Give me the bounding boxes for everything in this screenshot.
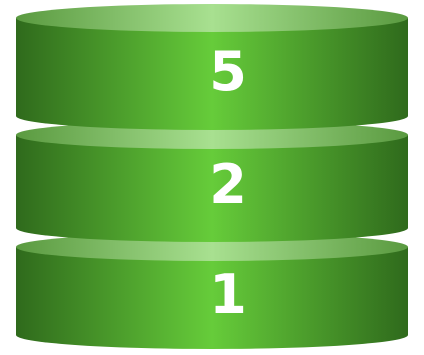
- layer-2-body: [16, 135, 408, 242]
- layer-5-body: [16, 18, 408, 130]
- layer-5-top: [16, 4, 408, 32]
- layer-5-label: 5: [209, 40, 247, 103]
- layer-5: 5: [16, 4, 408, 130]
- layer-2-label: 2: [209, 153, 247, 216]
- layer-1-body: [16, 247, 408, 349]
- layer-1: 1: [16, 233, 408, 349]
- layer-1-label: 1: [209, 263, 247, 326]
- layer-2: 2: [16, 121, 408, 242]
